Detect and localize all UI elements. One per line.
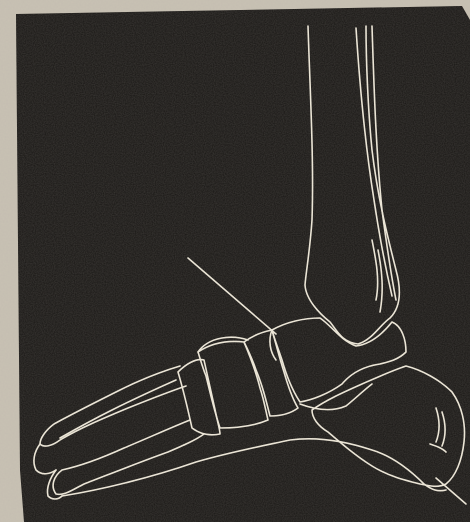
plate-grain [16, 6, 470, 522]
